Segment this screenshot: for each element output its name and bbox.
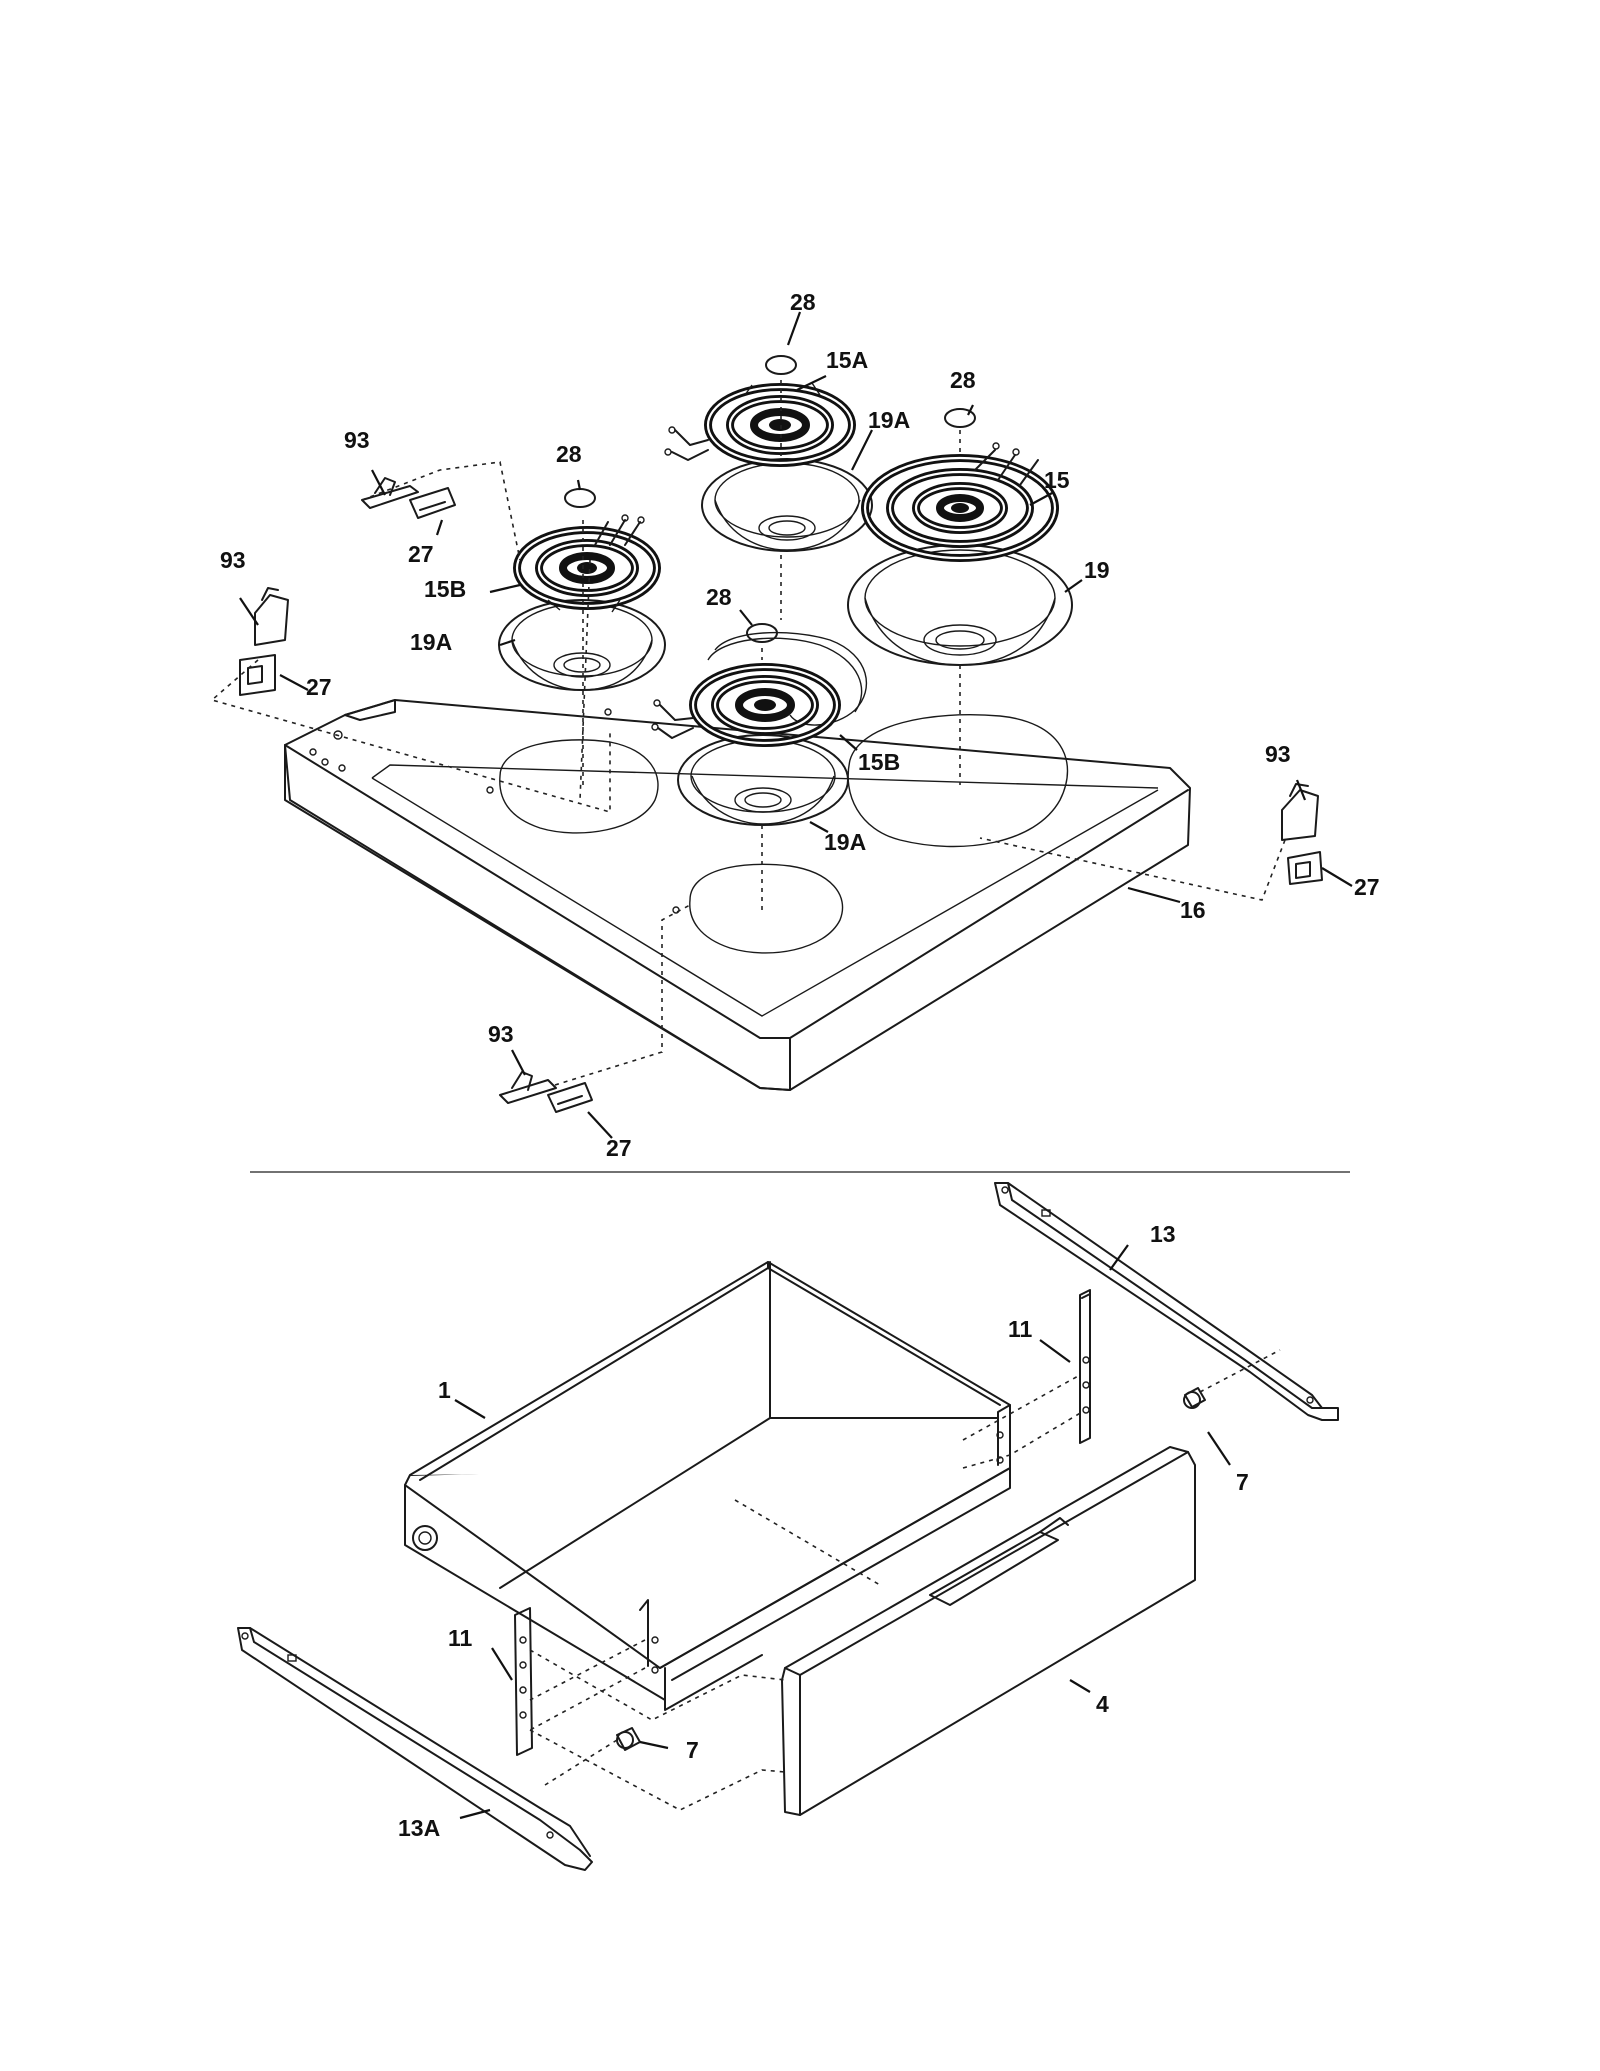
receptacle-right xyxy=(1281,783,1323,885)
callout-27: 27 xyxy=(306,674,332,700)
drawer-roller-left xyxy=(616,1727,641,1751)
callout-11: 11 xyxy=(448,1625,473,1651)
wire-path-left xyxy=(210,659,611,814)
drawer-stop-bracket-right xyxy=(1079,1289,1091,1444)
drawer-rail-right xyxy=(994,1182,1339,1421)
receptacle-upper-left xyxy=(361,477,456,519)
surface-element-left xyxy=(513,514,661,613)
callout-19a: 19A xyxy=(824,829,866,855)
drawer xyxy=(404,1261,1011,1711)
receptacle-lower xyxy=(499,1071,593,1113)
trim-ring-front xyxy=(707,637,863,713)
callout-27: 27 xyxy=(1354,874,1380,900)
callout-19a: 19A xyxy=(868,407,910,433)
callout-7: 7 xyxy=(686,1737,699,1763)
callout-27: 27 xyxy=(606,1135,632,1161)
callout-93: 93 xyxy=(220,547,246,573)
drawer-stop-bracket-left xyxy=(514,1607,533,1756)
drip-bowl-rear-center xyxy=(701,458,873,552)
callout-19a: 19A xyxy=(410,629,452,655)
main-top xyxy=(284,631,1191,1091)
surface-element-large-right xyxy=(861,442,1059,562)
receptacle-left xyxy=(239,587,289,696)
center-cap-left xyxy=(564,488,596,508)
drawer-front xyxy=(781,1446,1196,1816)
drawer-roller-right xyxy=(1183,1387,1206,1409)
center-cap-rear xyxy=(765,355,797,375)
callout-4: 4 xyxy=(1096,1691,1109,1717)
callout-11: 11 xyxy=(1008,1316,1033,1342)
callout-19: 19 xyxy=(1084,557,1110,583)
center-cap-right xyxy=(944,408,976,428)
callout-93: 93 xyxy=(488,1021,514,1047)
drip-bowl-left xyxy=(498,599,666,691)
callout-7: 7 xyxy=(1236,1469,1249,1495)
drip-bowl-large-right xyxy=(847,544,1073,666)
wire-path-lower xyxy=(554,904,691,1086)
callout-27: 27 xyxy=(408,541,434,567)
wire-path-right xyxy=(979,837,1286,901)
callout-1: 1 xyxy=(438,1377,451,1403)
center-cap-front xyxy=(746,623,778,643)
callout-28: 28 xyxy=(950,367,976,393)
callout-15a: 15A xyxy=(826,347,868,373)
callout-28: 28 xyxy=(790,289,816,315)
drip-bowl-front xyxy=(677,734,849,826)
drawer-rail-left xyxy=(237,1627,593,1871)
callout-15b: 15B xyxy=(858,749,900,775)
wire-path-upper xyxy=(361,461,521,561)
surface-element-rear-center xyxy=(664,382,856,467)
callout-28: 28 xyxy=(706,584,732,610)
surface-element-front xyxy=(651,663,841,747)
callout-15b: 15B xyxy=(424,576,466,602)
callout-93: 93 xyxy=(1265,741,1291,767)
callout-16: 16 xyxy=(1180,897,1206,923)
callout-28: 28 xyxy=(556,441,582,467)
callout-13: 13 xyxy=(1150,1221,1176,1247)
callout-15: 15 xyxy=(1044,467,1070,493)
callout-13a: 13A xyxy=(398,1815,440,1841)
callout-93: 93 xyxy=(344,427,370,453)
